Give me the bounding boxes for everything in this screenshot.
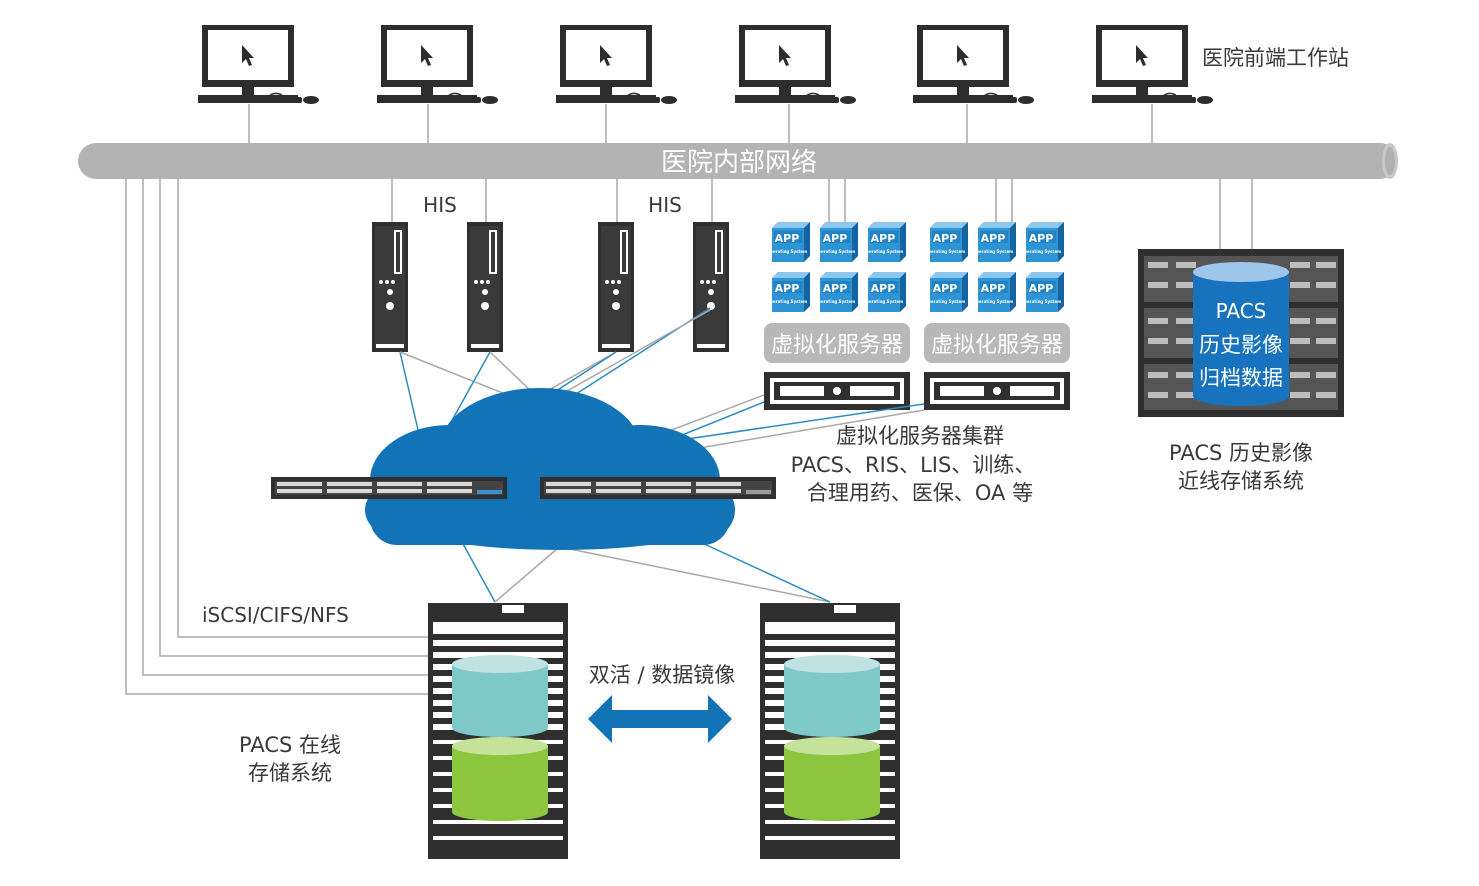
app-sub-5: Operating System — [815, 299, 856, 304]
virt-cluster-title: 虚拟化服务器集群 — [836, 424, 1004, 448]
app-sub-11: Operating System — [973, 299, 1014, 304]
app-title-11: APP — [981, 282, 1006, 295]
app-title-10: APP — [933, 282, 958, 295]
workstation-connectors — [248, 104, 1153, 145]
virt-cluster-line2: 合理用药、医保、OA 等 — [807, 481, 1033, 505]
active-mirror-label: 双活 / 数据镜像 — [589, 663, 735, 687]
hospital-network-bar — [78, 143, 1398, 179]
virt-server-label-bg-2 — [924, 323, 1070, 363]
storage-protocol-lines — [125, 179, 428, 695]
app-title-5: APP — [823, 282, 848, 295]
virt-server-label-1: 虚拟化服务器 — [771, 333, 903, 358]
app-sub-6: Operating System — [863, 299, 904, 304]
core-switch-right — [540, 477, 776, 499]
app-title-1: APP — [775, 232, 800, 245]
app-title-4: APP — [775, 282, 800, 295]
archive-label-1: PACS — [1216, 299, 1267, 323]
app-sub-2: Operating System — [815, 249, 856, 254]
app-sub-12: Operating System — [1021, 299, 1062, 304]
online-storage-rack-left — [428, 603, 568, 859]
archive-label-2: 历史影像 — [1199, 333, 1283, 357]
app-sub-10: Operating System — [925, 299, 966, 304]
his-label-2: HIS — [648, 193, 682, 217]
app-title-7: APP — [933, 232, 958, 245]
app-title-9: APP — [1029, 232, 1054, 245]
app-sub-8: Operating System — [973, 249, 1014, 254]
his-uplinks — [391, 179, 713, 222]
virt-server-label-bg-1 — [764, 323, 910, 363]
nearline-label-1: PACS 历史影像 — [1169, 441, 1313, 465]
nearline-label-2: 近线存储系统 — [1178, 469, 1304, 493]
app-title-3: APP — [871, 232, 896, 245]
archive-label-3: 归档数据 — [1199, 366, 1283, 390]
app-title-12: APP — [1029, 282, 1054, 295]
mirror-double-arrow — [588, 695, 732, 743]
archive-database-icon — [1193, 262, 1289, 406]
network-cloud — [365, 388, 735, 550]
app-title-6: APP — [871, 282, 896, 295]
online-storage-rack-right — [760, 603, 900, 859]
virt-uplinks — [828, 179, 1013, 222]
workstation-row — [197, 24, 1214, 105]
app-sub-9: Operating System — [1021, 249, 1062, 254]
online-storage-label-1: PACS 在线 — [239, 733, 341, 757]
app-sub-3: Operating System — [863, 249, 904, 254]
app-sub-4: Operating System — [767, 299, 808, 304]
app-title-8: APP — [981, 232, 1006, 245]
virt-cluster-line1: PACS、RIS、LIS、训练、 — [791, 453, 1036, 477]
his-server-group — [372, 222, 729, 352]
nearline-uplinks — [1219, 179, 1253, 260]
his-label-1: HIS — [423, 193, 457, 217]
virt-server-label-2: 虚拟化服务器 — [931, 333, 1063, 358]
core-switch-left — [271, 477, 507, 499]
app-badge-texts: APP APP APP APP APP APP APP APP APP APP … — [767, 232, 1062, 304]
app-sub-1: Operating System — [767, 249, 808, 254]
network-label: 医院内部网络 — [661, 148, 817, 178]
workstations-label: 医院前端工作站 — [1202, 46, 1349, 70]
app-sub-7: Operating System — [925, 249, 966, 254]
online-storage-label-2: 存储系统 — [248, 761, 332, 785]
protocols-label: iSCSI/CIFS/NFS — [202, 603, 349, 627]
app-title-2: APP — [823, 232, 848, 245]
